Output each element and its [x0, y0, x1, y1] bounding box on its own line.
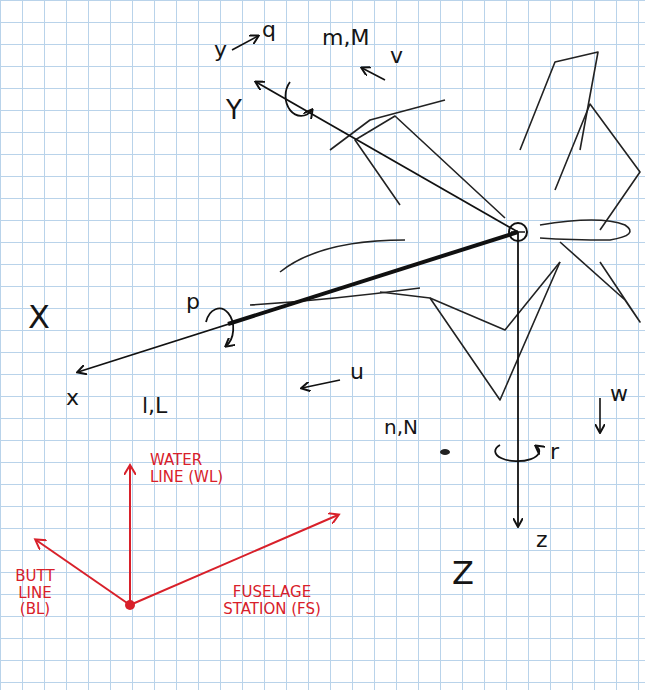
- lower-wing-edge: [430, 262, 560, 330]
- moment-label: m,M: [322, 26, 369, 50]
- upper-wing: [355, 116, 505, 218]
- horizontal-tail: [560, 242, 640, 322]
- yaw-rate-arc: [495, 445, 539, 461]
- axis-label: y: [214, 38, 227, 62]
- cg-mark: [511, 231, 525, 233]
- pitch-rate-arc: [286, 82, 312, 116]
- engine-nozzle: [540, 220, 630, 240]
- lower-wing: [380, 262, 560, 400]
- axis-label: Z: [452, 556, 474, 591]
- velocity-label: u: [350, 360, 364, 384]
- moment-label: l,L: [142, 394, 167, 418]
- canopy: [280, 240, 405, 272]
- upper-wing-edge: [330, 100, 445, 150]
- aircraft-sketch: [250, 52, 640, 400]
- velocity-label: v: [390, 44, 403, 68]
- rate-label: p: [186, 290, 200, 314]
- axis-label: x: [66, 386, 79, 410]
- n-mark: [440, 449, 450, 455]
- reference-axis-label: FUSELAGE STATION (FS): [212, 584, 332, 617]
- roll-rate-arc: [206, 308, 233, 346]
- rate-label: r: [550, 440, 559, 464]
- q-arrow: [232, 36, 258, 50]
- z-axis: [517, 232, 519, 526]
- center-of-gravity: [509, 223, 527, 241]
- waterline-axis: [129, 466, 131, 605]
- x-axis: [78, 232, 518, 372]
- axis-label: z: [536, 528, 548, 552]
- reference-axis-label: BUTT LINE (BL): [4, 568, 66, 618]
- axis-label: Y: [226, 96, 242, 125]
- axis-label: X: [28, 300, 50, 335]
- v-arrow: [362, 68, 385, 80]
- w-arrow: [599, 398, 601, 432]
- vertical-tail: [520, 52, 598, 150]
- u-arrow: [302, 380, 340, 388]
- rate-label: q: [262, 18, 276, 42]
- vertical-tail: [555, 104, 640, 230]
- reference-axis-label: WATER LINE (WL): [150, 452, 230, 485]
- moment-label: n,N: [384, 416, 418, 438]
- y-axis: [256, 82, 518, 232]
- velocity-label: w: [610, 382, 628, 406]
- reference-origin: [125, 600, 135, 610]
